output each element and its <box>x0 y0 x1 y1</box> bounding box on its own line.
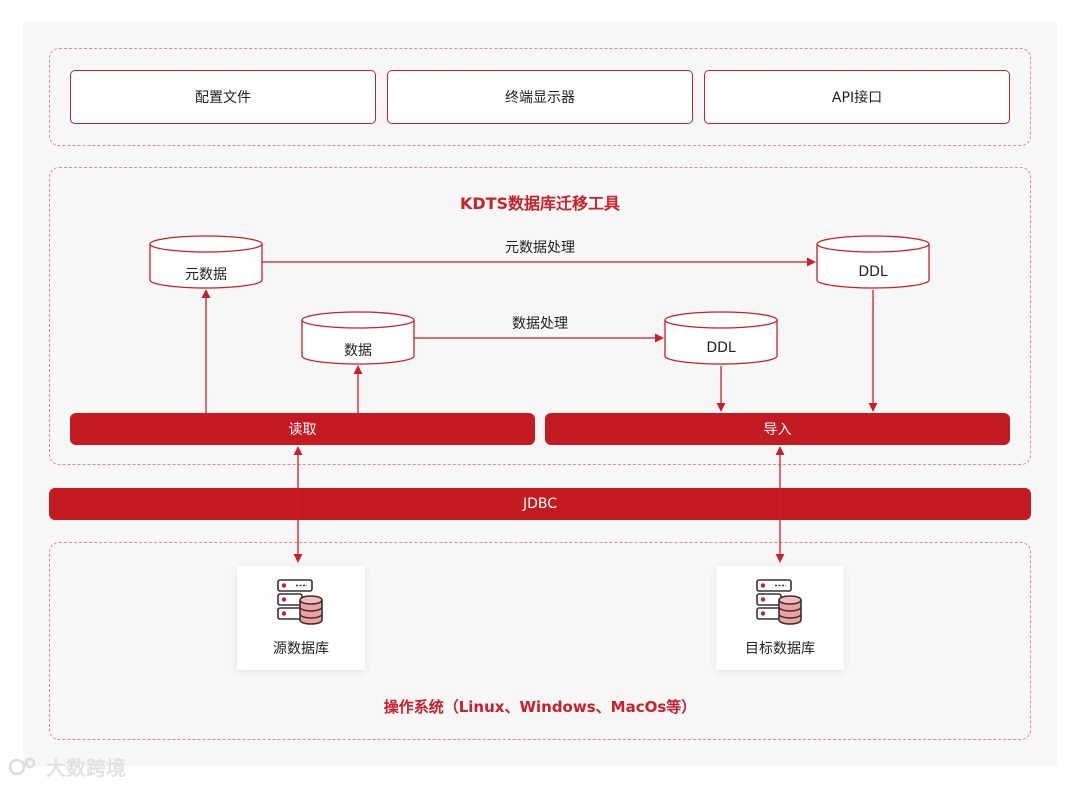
read-label: 读取 <box>288 422 317 438</box>
interface-layer <box>49 48 1031 146</box>
watermark-logo-icon <box>8 757 36 775</box>
read-bar: 读取 <box>70 413 535 445</box>
jdbc-label: JDBC <box>522 496 558 512</box>
ddl-right-label: DDL <box>858 264 888 280</box>
ddl-mid-label: DDL <box>706 340 736 356</box>
database-server-icon <box>277 579 323 625</box>
import-bar: 导入 <box>545 413 1010 445</box>
ddl-mid-cylinder <box>664 311 778 365</box>
terminal-display-box: 终端显示器 <box>387 70 693 124</box>
diagram-canvas <box>23 22 1057 766</box>
config-file-box: 配置文件 <box>70 70 376 124</box>
watermark: 大数跨境 <box>8 752 126 781</box>
tool-title: KDTS数据库迁移工具 <box>459 194 621 213</box>
watermark-text: 大数跨境 <box>46 756 126 780</box>
jdbc-bar: JDBC <box>49 488 1031 520</box>
api-interface-box: API接口 <box>704 70 1010 124</box>
api-interface-label: API接口 <box>831 90 883 106</box>
source-database-card: 源数据库 <box>237 566 365 670</box>
config-file-label: 配置文件 <box>195 90 251 106</box>
database-server-icon <box>756 579 802 625</box>
terminal-display-label: 终端显示器 <box>505 90 575 106</box>
data-label: 数据 <box>344 343 372 359</box>
data-processing-label: 数据处理 <box>512 316 568 332</box>
tool-layer <box>49 167 1031 465</box>
os-layer <box>49 542 1031 740</box>
metadata-processing-label: 元数据处理 <box>505 240 575 256</box>
os-label: 操作系统（Linux、Windows、MacOs等） <box>383 698 697 716</box>
source-database-label: 源数据库 <box>273 641 329 657</box>
data-cylinder <box>301 311 415 365</box>
ddl-right-cylinder <box>816 235 930 289</box>
metadata-cylinder <box>149 235 263 289</box>
target-database-card: 目标数据库 <box>716 566 844 670</box>
metadata-label: 元数据 <box>185 267 227 283</box>
import-label: 导入 <box>763 422 792 438</box>
target-database-label: 目标数据库 <box>745 641 815 657</box>
